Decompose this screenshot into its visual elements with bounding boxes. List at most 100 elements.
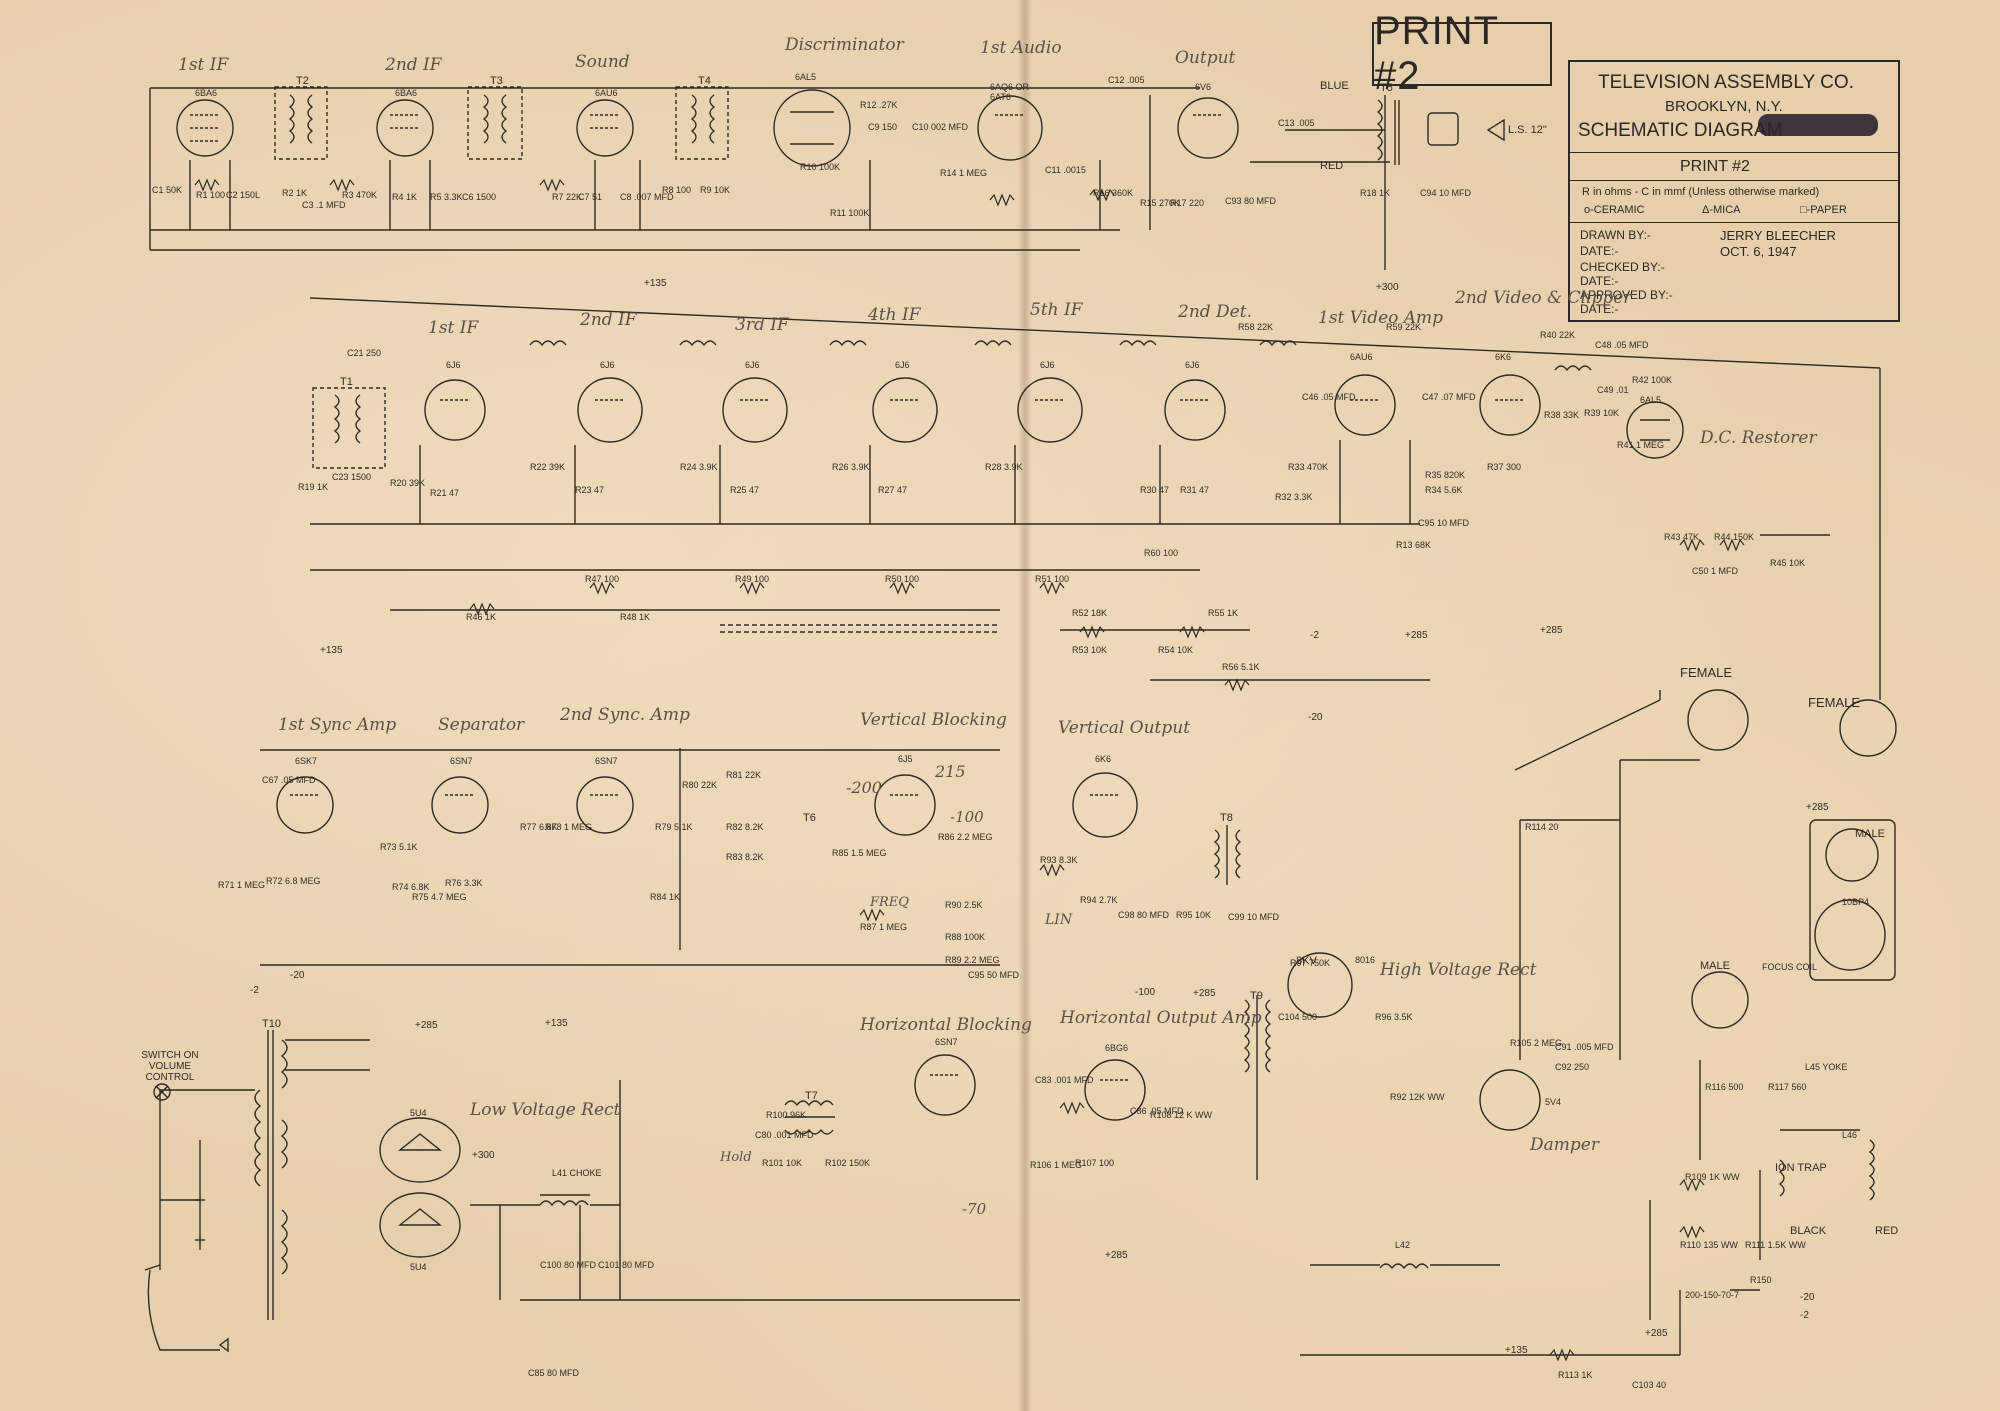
tube-label: 6AQ6 OR 6AT6: [990, 82, 1030, 102]
component-label: R24 3.9K: [680, 462, 718, 472]
component-label: C46 .05 MFD: [1302, 392, 1356, 402]
component-label: R116 500: [1705, 1082, 1744, 1092]
component-label: C10 002 MFD: [912, 122, 969, 132]
label-sound-1st-if: 1st IF: [178, 55, 229, 75]
supply-label: -2: [1310, 630, 1319, 641]
component-label: C11 .0015: [1045, 165, 1086, 175]
component-label: R32 3.3K: [1275, 492, 1313, 502]
component-label: R88 100K: [945, 932, 986, 942]
component-label: C12 .005: [1108, 75, 1145, 85]
label-video-3rd-if: 3rd IF: [735, 315, 789, 335]
tube-label: 5U4: [410, 1108, 427, 1118]
component-label: R12 .27K: [860, 100, 898, 110]
component-label: C93 80 MFD: [1225, 196, 1277, 206]
transformer-label: T7: [805, 1090, 818, 1102]
voltage-annotation: -70: [962, 1200, 987, 1218]
component-label: R111 1.5K WW: [1745, 1240, 1806, 1250]
transformer-label: T2: [296, 75, 309, 87]
component-label: R76 3.3K: [445, 878, 483, 888]
supply-label: +285: [1405, 630, 1428, 641]
component-label: R44 150K: [1714, 532, 1755, 542]
component-label: R54 10K: [1158, 645, 1194, 655]
component-label: R2 1K: [282, 188, 308, 198]
component-label: R105 2 MEG: [1510, 1038, 1563, 1048]
approved-by-label: APPROVED BY:-: [1580, 288, 1673, 302]
legend-mica: Δ-MICA: [1702, 204, 1741, 216]
tube-label: 6AL5: [795, 72, 817, 82]
component-label: R45 10K: [1770, 558, 1806, 568]
component-label: C67 .05 MFD: [262, 775, 316, 785]
component-label: C95 10 MFD: [1418, 518, 1470, 528]
label-ls: L.S. 12": [1508, 124, 1547, 136]
label-video-1st-if: 1st IF: [428, 318, 479, 338]
voltage-annotation: 215: [935, 762, 966, 781]
sound-section: [149, 86, 1505, 270]
units-note: R in ohms - C in mmf (Unless otherwise m…: [1582, 186, 1820, 198]
label-sound: Sound: [575, 52, 630, 72]
legend-paper: □-PAPER: [1800, 204, 1847, 216]
date-label: DATE:-: [1580, 244, 1619, 258]
component-label: R28 3.9K: [985, 462, 1023, 472]
component-label: R106 1 MEG: [1030, 1160, 1083, 1170]
label-discriminator: Discriminator: [785, 35, 904, 55]
component-label: R30 47: [1140, 485, 1170, 495]
supply-label: +300: [1376, 282, 1399, 293]
label-switch: SWITCH ON VOLUME CONTROL: [141, 1050, 199, 1083]
component-label: R40 22K: [1540, 330, 1576, 340]
date3-label: DATE:-: [1580, 302, 1619, 316]
tube-label: 5V4: [1545, 1097, 1562, 1107]
component-label: R58 22K: [1238, 322, 1274, 332]
component-label: R43 47K: [1664, 532, 1700, 542]
component-label: R87 1 MEG: [860, 922, 908, 932]
component-label: R92 12K WW: [1390, 1092, 1445, 1102]
component-label: R84 1K: [650, 892, 681, 902]
component-label: R101 10K: [762, 1158, 803, 1168]
component-label: R100 96K: [766, 1110, 807, 1120]
component-label: C94 10 MFD: [1420, 188, 1472, 198]
component-label: R73 5.1K: [380, 842, 418, 852]
label-first-video-amp: 1st Video Amp: [1318, 308, 1444, 328]
title-print-number: PRINT #2: [1680, 158, 1750, 175]
component-label: R49 100: [735, 574, 770, 584]
tube-label: 6J6: [600, 360, 615, 370]
component-label: L42: [1395, 1240, 1411, 1250]
label-female-1: FEMALE: [1680, 665, 1733, 680]
tube-label: 6K6: [1495, 352, 1512, 362]
date2-label: DATE:-: [1580, 274, 1619, 288]
transformer-label: T8: [1220, 812, 1233, 824]
sweep-power-section: [144, 689, 1897, 1356]
component-label: R19 1K: [298, 482, 329, 492]
tube-label: 6SN7: [595, 756, 618, 766]
misc-label: 200-150-70-7: [1685, 1290, 1740, 1300]
component-label: R10 100K: [800, 162, 841, 172]
supply-label: +285: [1645, 1328, 1668, 1339]
component-label: R93 8.3K: [1040, 855, 1078, 865]
supply-label: 8KV: [1296, 955, 1317, 967]
label-blue: BLUE: [1320, 80, 1349, 92]
component-label: R52 18K: [1072, 608, 1108, 618]
supply-label: +135: [1505, 1345, 1528, 1356]
label-high-voltage-rect: High Voltage Rect: [1380, 960, 1537, 980]
supply-label: -20: [290, 970, 305, 981]
supply-label: +285: [1105, 1250, 1128, 1261]
component-label: C1 50K: [152, 185, 183, 195]
tube-label: 6SN7: [935, 1037, 958, 1047]
voltage-annotation: -100: [950, 808, 984, 826]
video-section: [309, 297, 1881, 700]
tube-label: 6BA6: [395, 88, 418, 98]
label-second-det: 2nd Det.: [1178, 302, 1252, 322]
component-label: R59 22K: [1386, 322, 1422, 332]
tube-label: 6BG6: [1105, 1043, 1129, 1053]
tube-label: 6K6: [1095, 754, 1112, 764]
component-label: C101 80 MFD: [598, 1260, 655, 1270]
supply-label: -2: [1800, 1310, 1809, 1321]
component-label: R79 5.1K: [655, 822, 693, 832]
supply-label: -20: [1308, 712, 1323, 723]
voltage-annotation: -200: [846, 778, 882, 797]
component-label: C91 .005 MFD: [1555, 1042, 1614, 1052]
component-label: R81 22K: [726, 770, 762, 780]
component-label: R8 100: [662, 185, 692, 195]
component-label: C99 10 MFD: [1228, 912, 1280, 922]
label-low-voltage-rect: Low Voltage Rect: [470, 1100, 621, 1120]
